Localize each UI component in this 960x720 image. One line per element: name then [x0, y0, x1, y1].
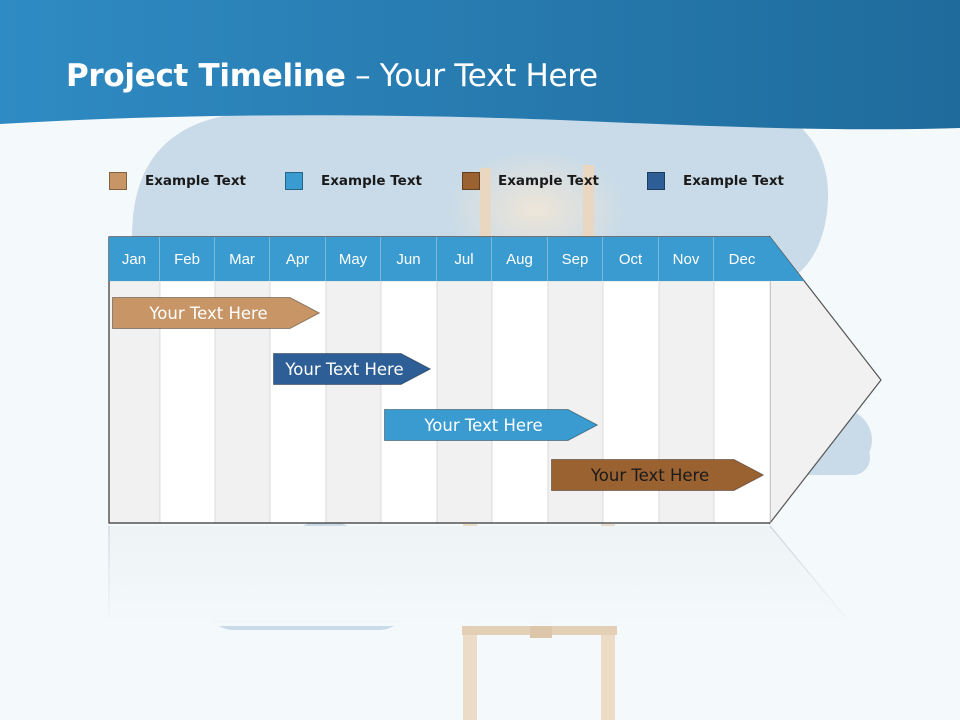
title-rest: – Your Text Here [345, 58, 598, 94]
title-bold: Project Timeline [66, 58, 346, 94]
legend-label: Example Text [145, 173, 246, 189]
month-cell: Sep [548, 237, 603, 281]
legend-item: Example Text [462, 170, 599, 192]
legend-item: Example Text [285, 170, 422, 192]
legend-label: Example Text [498, 173, 599, 189]
month-cell: Feb [160, 237, 215, 281]
task-arrow-shape [273, 353, 431, 385]
month-cell: Apr [270, 237, 326, 281]
task-label: Your Text Here [285, 359, 404, 379]
legend-item: Example Text [109, 170, 246, 192]
task-arrow-shape [112, 297, 320, 329]
task-label: Your Text Here [424, 415, 543, 435]
month-column [380, 280, 438, 524]
month-cell: Dec [714, 237, 770, 281]
legend-swatch [109, 172, 127, 190]
header-band [0, 0, 960, 130]
task-arrow: Your Text Here [112, 297, 320, 329]
task-arrow: Your Text Here [273, 353, 431, 385]
legend-label: Example Text [321, 173, 422, 189]
month-cell: Nov [659, 237, 714, 281]
legend-swatch [647, 172, 665, 190]
month-cell: Jun [381, 237, 437, 281]
task-arrow-shape [551, 459, 764, 491]
task-label: Your Text Here [590, 465, 710, 485]
month-column [436, 280, 493, 524]
month-cell: Mar [215, 237, 270, 281]
slide-title: Project Timeline – Your Text Here [66, 58, 598, 94]
task-arrow: Your Text Here [384, 409, 598, 441]
month-column [325, 280, 382, 524]
task-arrow-shape [384, 409, 598, 441]
month-cell: Aug [492, 237, 548, 281]
legend-label: Example Text [683, 173, 784, 189]
board-reflection [100, 525, 860, 626]
month-header: Jan Feb Mar Apr May Jun Jul Aug Sep Oct … [109, 237, 770, 281]
legend-swatch [285, 172, 303, 190]
month-cell: Oct [603, 237, 659, 281]
month-cell: Jul [437, 237, 492, 281]
task-arrow: Your Text Here [551, 459, 764, 491]
legend-swatch [462, 172, 480, 190]
header-arrowhead [770, 237, 804, 281]
month-column [491, 280, 549, 524]
task-label: Your Text Here [149, 303, 268, 323]
legend-item: Example Text [647, 170, 784, 192]
month-cell: May [326, 237, 381, 281]
month-cell: Jan [109, 237, 160, 281]
